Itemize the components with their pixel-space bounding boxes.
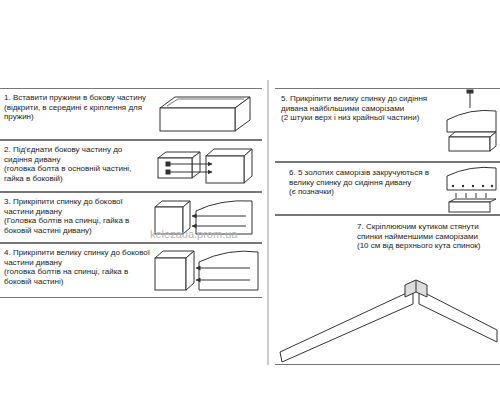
step-note: (Головка болтів на спинці, гайка в боков… [4,216,150,235]
step-note: (10 см від верхнього кута спинок) [357,241,495,251]
watermark: kelezaua.prom.ua [150,228,237,240]
step-instruction: 5. Прикріпити велику спинку до сидіння д… [281,94,439,113]
step-instruction: 4. Прикріпити велику спинку до бокової ч… [4,248,150,267]
step-text-block: 4. Прикріпити велику спинку до бокової ч… [4,248,150,286]
step-text-block: 2. Під'єднати бокову частину до сидіння … [4,145,150,183]
step-panel: 6. 5 золотих саморізів закручуються в ве… [275,162,500,215]
step-panel: 5. Прикріпити велику спинку до сидіння д… [275,88,500,162]
step-text-block: 6. 5 золотих саморізів закручуються в ве… [289,168,439,197]
step-panel: 4. Прикріпити велику спинку до бокової ч… [0,243,262,298]
step-instruction: 7. Скріплюючим кутиком стянути спинки на… [357,222,495,241]
step-panel: 7. Скріплюючим кутиком стянути спинки на… [275,215,500,365]
step-text-block: 1. Вставити пружини в бокову частину(від… [4,93,150,122]
step-instruction: 1. Вставити пружини в бокову частину [4,93,150,103]
step-instruction: 3. Прикріпити спинку до бокової частини … [4,197,150,216]
step-instruction: 6. 5 золотих саморізів закручуються в ве… [289,168,439,187]
step-note: (головка болтів на спинці, гайка в боков… [4,267,150,286]
step-note: (головка болта в основній частині, гайка… [4,164,150,183]
step-text-block: 7. Скріплюючим кутиком стянути спинки на… [357,222,495,251]
step-text-block: 5. Прикріпити велику спинку до сидіння д… [281,94,439,123]
step-text-block: 3. Прикріпити спинку до бокової частини … [4,197,150,235]
step-note: (відкрити, в середині є кріплення для пр… [4,103,150,122]
step-panel: 1. Вставити пружини в бокову частину(від… [0,88,262,140]
step-instruction: 2. Під'єднати бокову частину до сидіння … [4,145,150,164]
step-panel: 2. Під'єднати бокову частину до сидіння … [0,140,262,192]
step-note: (2 штуки верх і низ крайньої частини) [281,113,439,123]
step-note: (є позначки) [289,187,439,197]
